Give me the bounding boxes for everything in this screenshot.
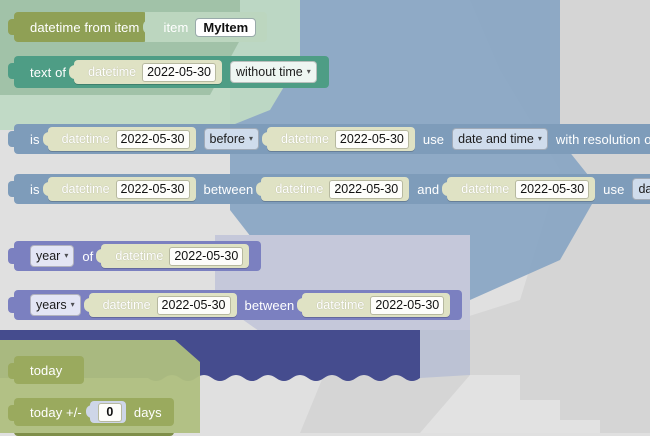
dropdown-use[interactable]: date and time ▾ — [632, 178, 650, 200]
dropdown-use[interactable]: date and time ▾ — [452, 128, 548, 150]
datetime-value-field[interactable]: 2022-05-30 — [115, 129, 190, 149]
block-body[interactable]: years ▾ datetime 2022-05-30 between date… — [8, 290, 463, 332]
datetime-label: datetime — [275, 182, 324, 196]
of-label: of — [82, 248, 94, 264]
resolution-label: with resolution of — [555, 131, 650, 147]
between-label: between — [203, 181, 254, 197]
dropdown-format[interactable]: without time ▾ — [230, 61, 317, 83]
block-connector-tab — [8, 181, 15, 197]
datetime-reporter-1[interactable]: datetime 2022-05-30 — [83, 293, 237, 317]
dropdown-label: years — [36, 298, 67, 312]
block-body[interactable]: is datetime 2022-05-30 before ▾ datetime… — [8, 124, 650, 166]
block-datetime-from-item[interactable]: datetime from item item MyItem — [8, 12, 269, 54]
datetime-value-field[interactable]: 2022-05-30 — [329, 179, 404, 199]
datetime-reporter[interactable]: datetime 2022-05-30 — [69, 60, 223, 84]
datetime-reporter[interactable]: datetime 2022-05-30 — [96, 244, 250, 268]
block-body[interactable]: today — [8, 356, 85, 394]
dropdown-unit[interactable]: years ▾ — [30, 294, 81, 316]
block-shadow — [14, 88, 329, 100]
block-body[interactable]: datetime from item — [8, 12, 148, 54]
dropdown-label: before — [209, 132, 245, 146]
item-label: item — [163, 19, 189, 35]
number-socket[interactable]: 0 — [85, 401, 126, 423]
block-year-of[interactable]: year ▾ of datetime 2022-05-30 — [8, 241, 262, 283]
chevron-down-icon: ▾ — [537, 134, 542, 143]
datetime-label: datetime — [316, 298, 365, 312]
datetime-value-field[interactable]: 2022-05-30 — [142, 62, 217, 82]
block-shadow — [14, 320, 463, 332]
block-text-of-datetime[interactable]: text of datetime 2022-05-30 without time… — [8, 56, 329, 100]
datetime-label: datetime — [461, 182, 510, 196]
block-body[interactable]: today +/- 0 days — [8, 398, 174, 436]
block-is-between[interactable]: is datetime 2022-05-30 between datetime … — [8, 174, 650, 216]
datetime-label: datetime — [61, 182, 110, 196]
datetime-reporter-1[interactable]: datetime 2022-05-30 — [42, 127, 196, 151]
dropdown-unit[interactable]: year ▾ — [30, 245, 75, 267]
block-connector-tab — [8, 131, 15, 147]
datetime-label: datetime — [102, 298, 151, 312]
block-shadow — [14, 271, 262, 283]
datetime-label: datetime — [61, 132, 110, 146]
dropdown-label: date and time — [638, 182, 650, 196]
datetime-reporter-2[interactable]: datetime 2022-05-30 — [256, 177, 410, 201]
bg-shape-purple-edge — [420, 330, 470, 378]
chevron-down-icon: ▾ — [248, 134, 253, 143]
datetime-label: datetime — [88, 65, 137, 79]
dropdown-label: date and time — [458, 132, 534, 146]
block-years-between[interactable]: years ▾ datetime 2022-05-30 between date… — [8, 290, 463, 332]
block-connector-tab — [8, 297, 15, 313]
block-shadow — [14, 42, 148, 54]
block-shadow — [14, 204, 650, 216]
block-connector-tab — [8, 363, 15, 379]
block-label: is — [30, 131, 40, 147]
datetime-value-field[interactable]: 2022-05-30 — [370, 295, 445, 315]
use-label: use — [603, 181, 625, 197]
block-item-socket[interactable]: item MyItem — [143, 12, 268, 42]
block-today[interactable]: today — [8, 356, 85, 394]
dropdown-comparator[interactable]: before ▾ — [203, 128, 259, 150]
item-value-field[interactable]: MyItem — [195, 17, 257, 37]
block-label: datetime from item — [30, 19, 140, 35]
use-label: use — [422, 131, 445, 147]
block-body[interactable]: year ▾ of datetime 2022-05-30 — [8, 241, 262, 283]
block-label: today +/- — [30, 404, 82, 420]
block-connector-tab — [8, 63, 15, 79]
block-shadow — [14, 384, 85, 394]
block-label: today — [30, 362, 63, 378]
datetime-reporter-1[interactable]: datetime 2022-05-30 — [42, 177, 196, 201]
and-label: and — [417, 181, 440, 197]
between-label: between — [244, 297, 295, 313]
chevron-down-icon: ▾ — [64, 251, 69, 260]
datetime-value-field[interactable]: 2022-05-30 — [169, 246, 244, 266]
dropdown-label: year — [36, 249, 61, 263]
block-connector-tab — [8, 19, 15, 35]
block-connector-tab — [8, 405, 15, 421]
block-is-before[interactable]: is datetime 2022-05-30 before ▾ datetime… — [8, 124, 650, 166]
block-label: text of — [30, 64, 67, 80]
block-body[interactable]: text of datetime 2022-05-30 without time… — [8, 56, 329, 100]
datetime-reporter-3[interactable]: datetime 2022-05-30 — [442, 177, 596, 201]
unit-label: days — [133, 404, 162, 420]
chevron-down-icon: ▾ — [306, 67, 311, 76]
datetime-label: datetime — [115, 249, 164, 263]
block-shadow — [14, 154, 650, 166]
datetime-value-field[interactable]: 2022-05-30 — [115, 179, 190, 199]
bg-shape-grey — [300, 0, 650, 433]
datetime-reporter-2[interactable]: datetime 2022-05-30 — [261, 127, 415, 151]
datetime-value-field[interactable]: 2022-05-30 — [334, 129, 409, 149]
datetime-label: datetime — [280, 132, 329, 146]
block-shadow — [14, 426, 174, 436]
block-body[interactable]: is datetime 2022-05-30 between datetime … — [8, 174, 650, 216]
block-connector-tab — [8, 248, 15, 264]
block-label: is — [30, 181, 40, 197]
datetime-value-field[interactable]: 2022-05-30 — [156, 295, 231, 315]
datetime-reporter-2[interactable]: datetime 2022-05-30 — [297, 293, 451, 317]
bg-shape-steps — [420, 375, 600, 433]
number-value-field[interactable]: 0 — [97, 402, 122, 422]
socket-tab-icon — [143, 20, 153, 34]
block-today-plus-minus-days[interactable]: today +/- 0 days — [8, 398, 174, 436]
chevron-down-icon: ▾ — [70, 300, 75, 309]
dropdown-label: without time — [236, 65, 303, 79]
datetime-value-field[interactable]: 2022-05-30 — [515, 179, 590, 199]
